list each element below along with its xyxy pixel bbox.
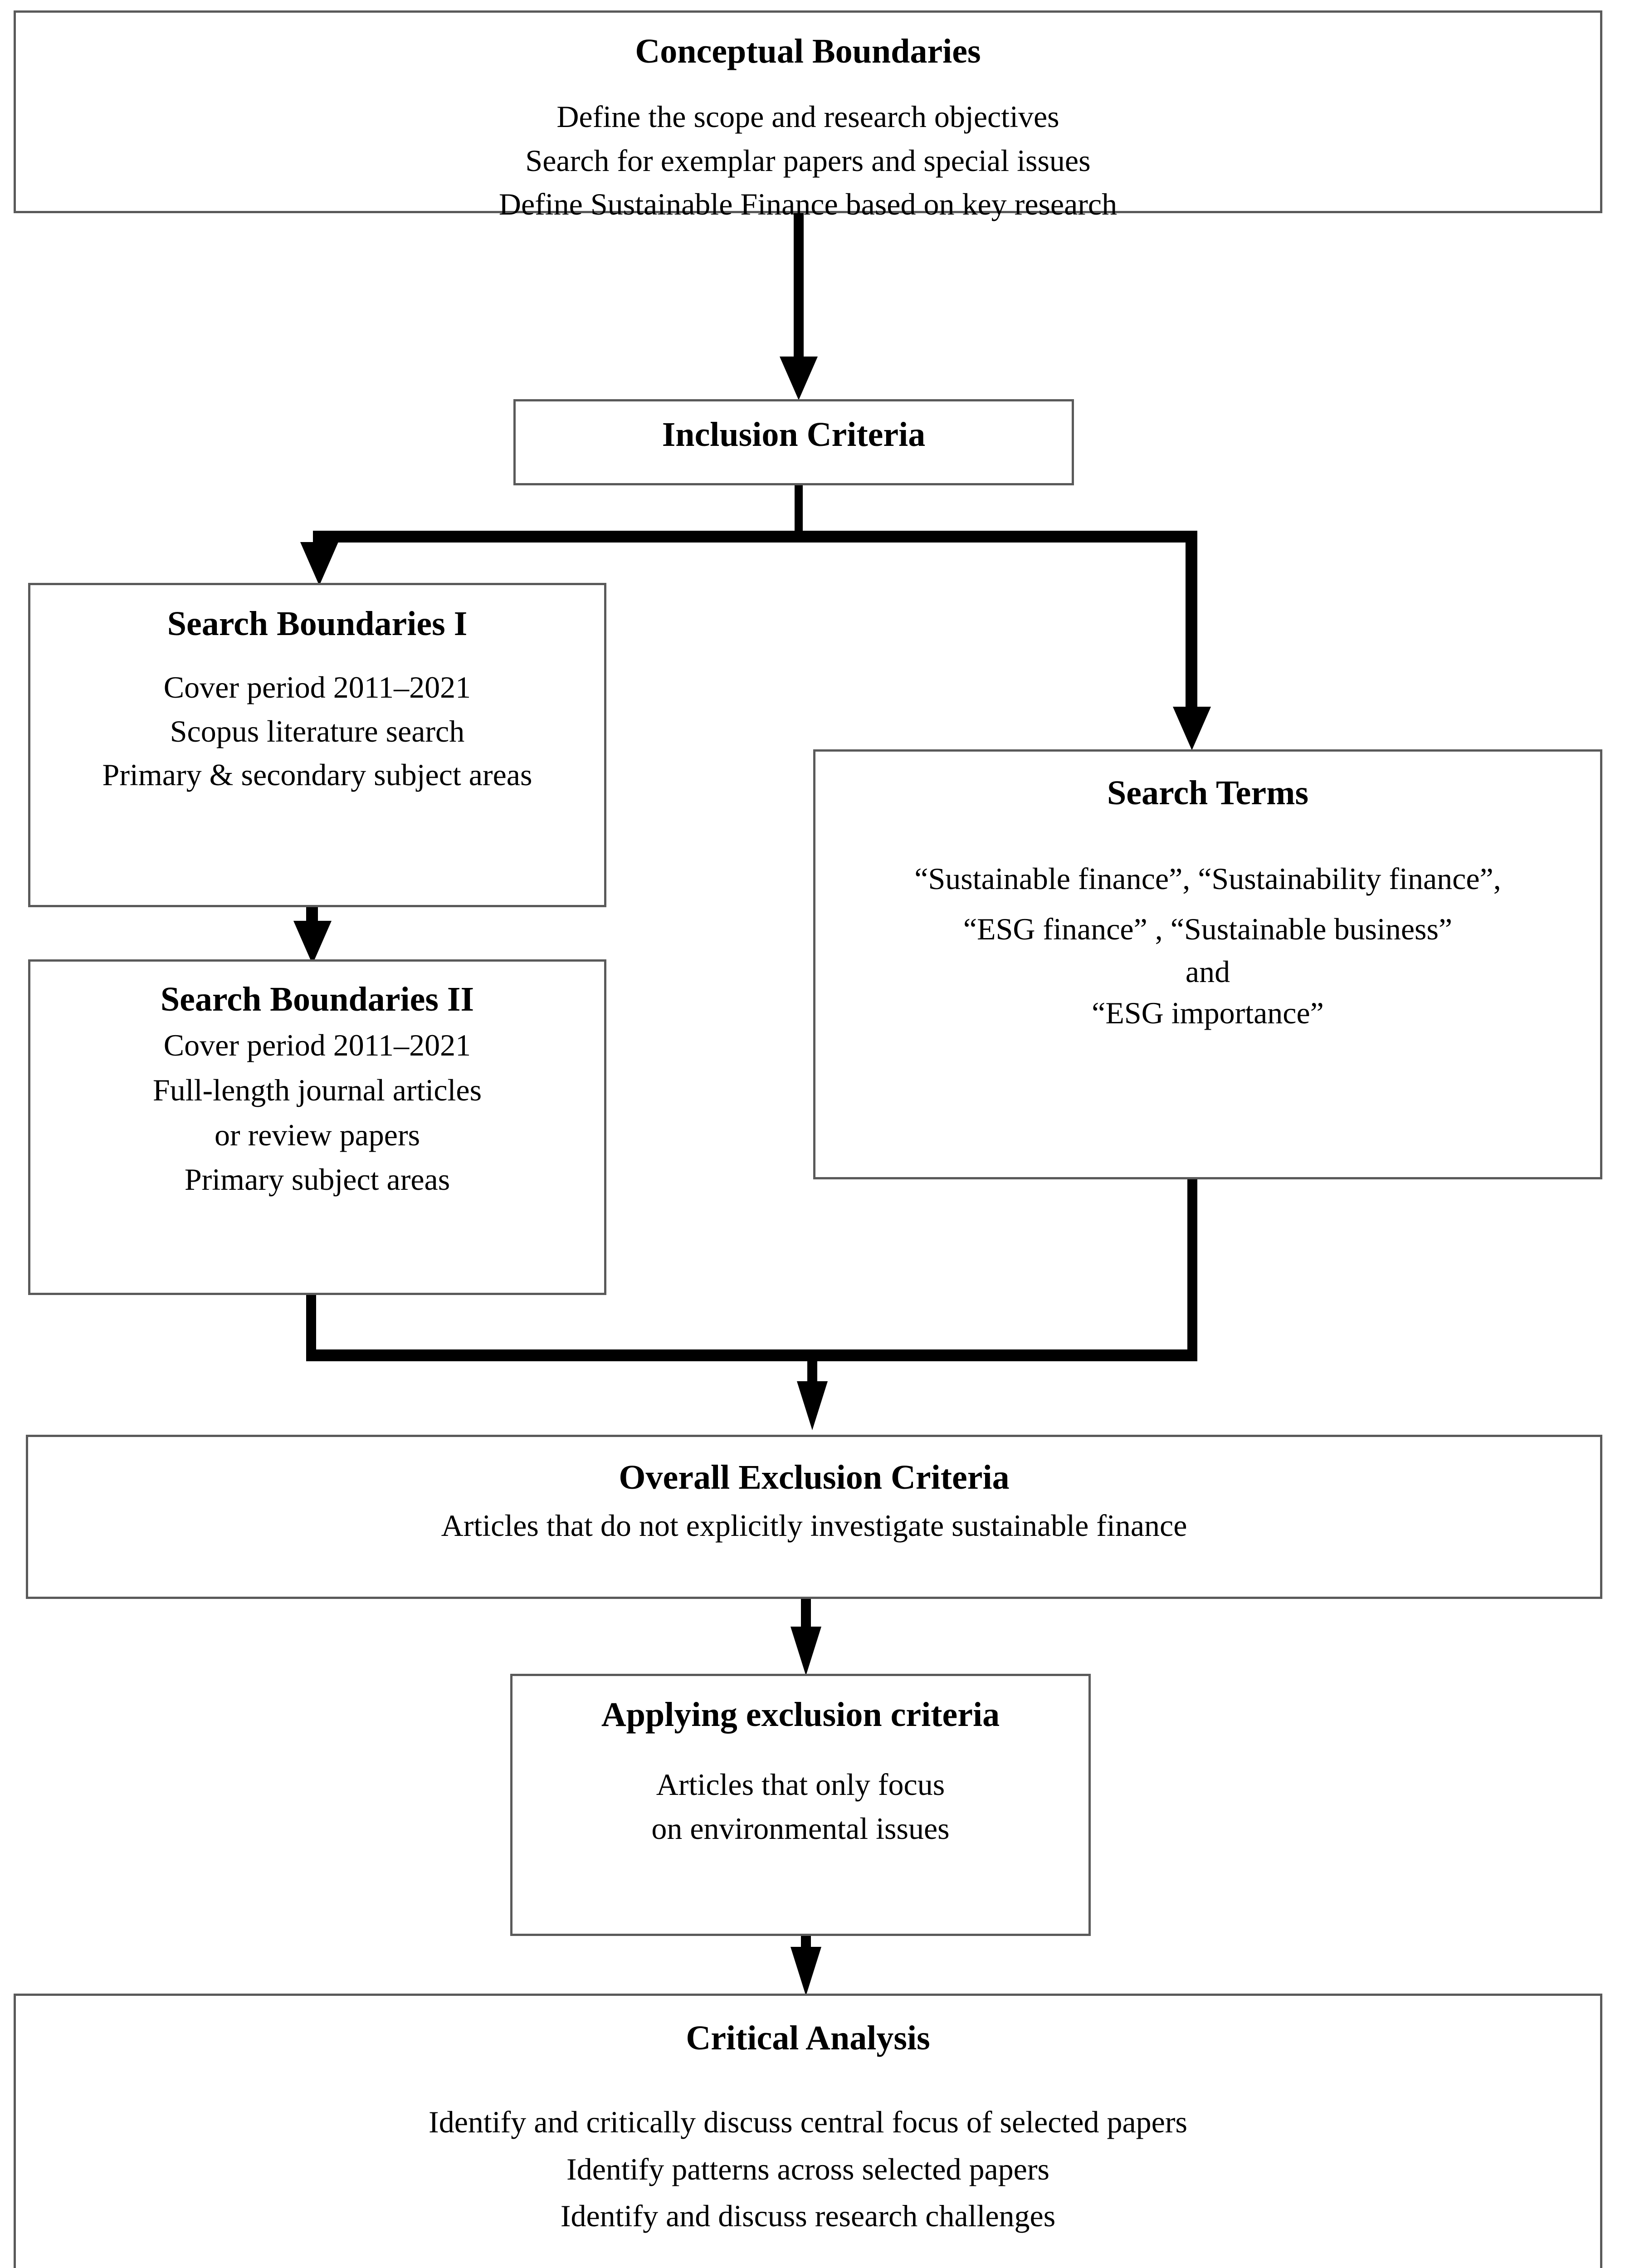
edge-merge-to-overall-line [807,1349,817,1391]
node-search-terms: Search Terms “Sustainable finance”, “Sus… [813,749,1602,1179]
edge-merge-bar [306,1349,1197,1361]
node-conceptual-boundaries: Conceptual Boundaries Define the scope a… [14,10,1602,221]
body-line: Define the scope and research objectives [556,99,1059,134]
edge-applying-to-critical-arrowhead [791,1947,821,1996]
node-overall-exclusion-criteria: Overall Exclusion Criteria Articles that… [26,1435,1602,1599]
body-line: Define Sustainable Finance based on key … [498,187,1118,222]
node-body-overall-exclusion-criteria: Articles that do not explicitly investig… [441,1504,1187,1548]
body-line: Cover period 2011–2021 [163,670,471,705]
edge-split-right-arrowhead [1173,707,1211,750]
node-inclusion-criteria: Inclusion Criteria [513,399,1074,485]
node-critical-analysis: Critical Analysis Identify and criticall… [14,1994,1602,2268]
edge-inclusion-split-stem [795,485,803,539]
body-line: Identify patterns across selected papers [566,2151,1049,2186]
body-line: Identify and discuss research challenges [560,2199,1056,2234]
body-line: and [1185,954,1230,989]
body-line: or review papers [214,1117,420,1152]
node-search-boundaries-ii: Search Boundaries II Cover period 2011–2… [28,959,606,1295]
node-title-applying-exclusion-criteria: Applying exclusion criteria [601,1696,1000,1734]
node-title-critical-analysis: Critical Analysis [686,2019,930,2057]
node-applying-exclusion-criteria: Applying exclusion criteria Articles tha… [510,1674,1091,1936]
body-line: Scopus literature search [170,714,465,748]
body-line: Primary subject areas [184,1162,450,1197]
edge-overall-to-applying-arrowhead [791,1627,821,1676]
edge-inclusion-split-bar [313,531,1197,543]
node-body-applying-exclusion-criteria: Articles that only focus on environmenta… [651,1763,949,1850]
node-title-search-boundaries-ii: Search Boundaries II [160,980,474,1018]
node-title-conceptual-boundaries: Conceptual Boundaries [635,32,981,70]
body-line: on environmental issues [651,1811,950,1846]
node-body-search-boundaries-i: Cover period 2011–2021 Scopus literature… [102,665,532,797]
edge-conceptual-to-inclusion-arrowhead [780,357,818,400]
node-title-search-terms: Search Terms [1107,774,1309,812]
body-line: Search for exemplar papers and special i… [525,143,1091,178]
edge-sbii-merge-line [306,1295,316,1359]
body-line: Articles that do not explicitly investig… [441,1508,1187,1543]
edge-sbi-to-sbii-arrowhead [293,921,332,964]
body-line: Primary & secondary subject areas [102,758,532,792]
node-title-overall-exclusion-criteria: Overall Exclusion Criteria [619,1458,1010,1496]
node-title-search-boundaries-i: Search Boundaries I [167,605,468,643]
body-line: “Sustainable finance”, “Sustainability f… [914,861,1501,896]
node-body-search-boundaries-ii: Cover period 2011–2021 Full-length journ… [153,1023,482,1202]
body-line: Full-length journal articles [152,1072,482,1107]
edge-conceptual-to-inclusion-line [794,213,804,363]
body-line: “ESG importance” [1092,995,1324,1030]
node-title-inclusion-criteria: Inclusion Criteria [662,415,926,454]
node-body-critical-analysis: Identify and critically discuss central … [429,2099,1187,2239]
edge-merge-to-overall-arrowhead [797,1381,828,1430]
body-line: “ESG finance” , “Sustainable business” [963,911,1453,946]
node-search-boundaries-i: Search Boundaries I Cover period 2011–20… [28,583,606,907]
edge-searchterms-merge-line [1187,1179,1197,1359]
node-body-conceptual-boundaries: Define the scope and research objectives… [499,95,1117,226]
node-body-search-terms: “Sustainable finance”, “Sustainability f… [914,854,1501,1037]
edge-split-right-line [1186,531,1197,710]
body-line: Identify and critically discuss central … [429,2105,1187,2140]
body-line: Cover period 2011–2021 [163,1028,471,1063]
body-line: Articles that only focus [656,1767,945,1802]
edge-split-left-arrowhead [300,542,338,586]
